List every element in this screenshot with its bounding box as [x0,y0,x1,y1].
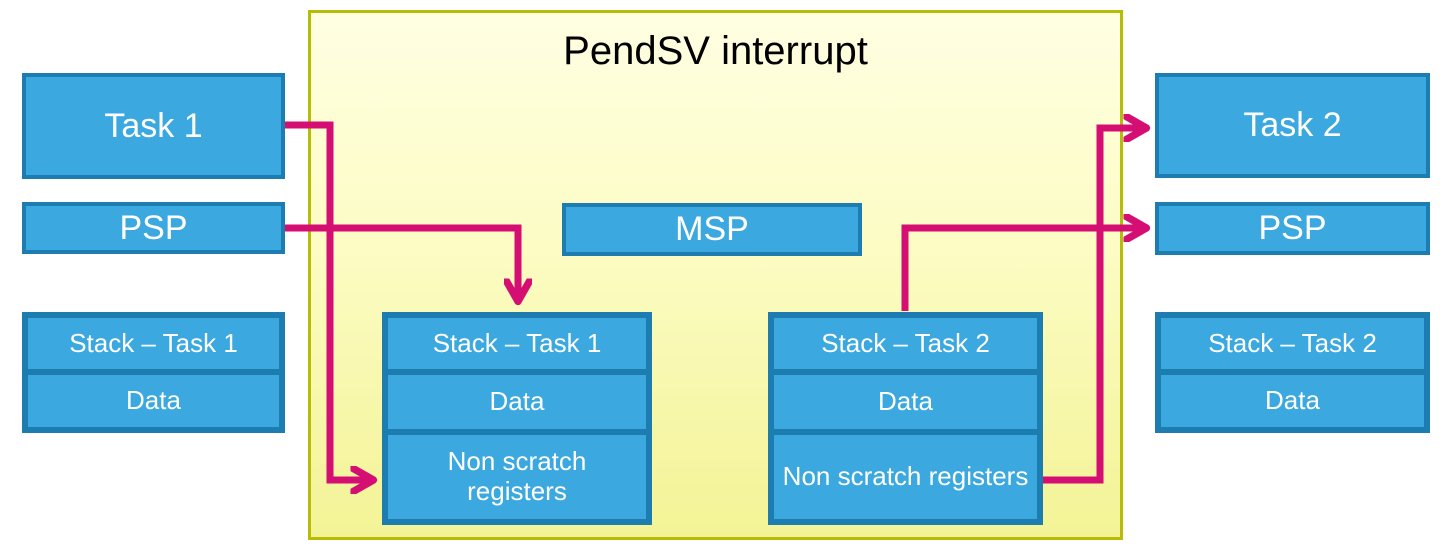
psp-right-box: PSP [1155,202,1430,255]
msp-box: MSP [562,203,862,256]
task2-box: Task 2 [1155,73,1430,178]
stack-task1-left-title: Stack – Task 1 [25,315,282,372]
stack-task1-center-group: Stack – Task 1 Data Non scratch register… [382,312,652,525]
stack-task2-center-title: Stack – Task 2 [771,315,1040,372]
task1-box: Task 1 [22,73,285,179]
psp-left-box: PSP [22,202,285,254]
stack-task1-center-data: Data [385,372,649,432]
stack-task2-center-group: Stack – Task 2 Data Non scratch register… [768,312,1043,525]
stack-task1-center-registers: Non scratch registers [385,432,649,522]
stack-task1-left-group: Stack – Task 1 Data [22,312,285,433]
stack-task2-right-data: Data [1158,372,1427,430]
stack-task2-center-data: Data [771,372,1040,432]
stack-task1-center-title: Stack – Task 1 [385,315,649,372]
stack-task2-center-registers: Non scratch registers [771,432,1040,522]
stack-task2-right-title: Stack – Task 2 [1158,315,1427,372]
stack-task2-right-group: Stack – Task 2 Data [1155,312,1430,433]
stack-task1-left-data: Data [25,372,282,430]
panel-title: PendSV interrupt [563,29,868,73]
